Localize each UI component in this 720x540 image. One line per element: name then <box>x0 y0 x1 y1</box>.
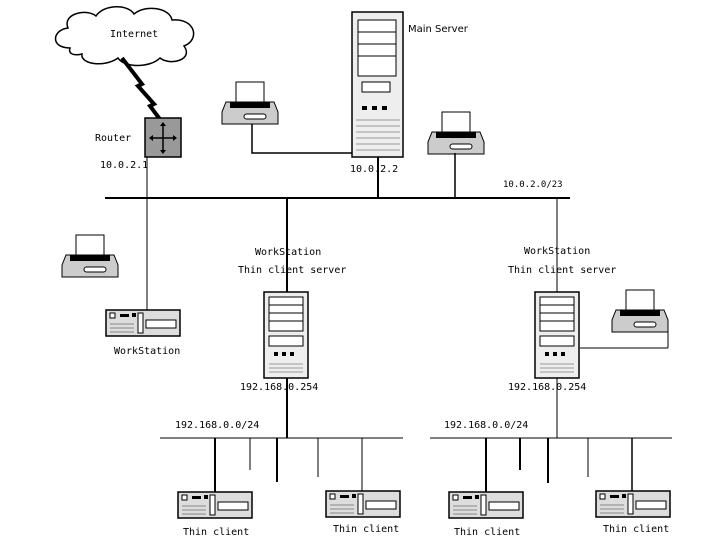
printer-icon <box>611 289 669 333</box>
ws1-subtitle-label: Thin client server <box>238 265 347 276</box>
printer-icon <box>61 234 119 278</box>
wan-link-lightning <box>120 56 164 124</box>
ws2-subtitle-label: Thin client server <box>508 265 617 276</box>
network-links <box>105 124 672 492</box>
thin-client-label: Thin client <box>333 524 400 535</box>
ws2-ip-label: 192.168.0.254 <box>508 382 587 393</box>
main-server-icon <box>351 11 404 158</box>
main-server-ip-label: 10.0.2.2 <box>350 164 399 175</box>
ws1-title-label: WorkStation <box>255 247 322 258</box>
thin-client-icon <box>448 491 524 519</box>
thin-client-server-icon <box>534 291 580 379</box>
thin-client-icon <box>595 490 671 518</box>
thin-client-icon <box>325 490 401 518</box>
thin-client-label: Thin client <box>183 527 250 538</box>
ws1-ip-label: 192.168.0.254 <box>240 382 319 393</box>
printer-icon <box>221 81 279 125</box>
router-ip-label: 10.0.2.1 <box>100 160 149 171</box>
thin-client-icon <box>177 491 253 519</box>
thin-client-server-icon <box>263 291 309 379</box>
internet-label: Internet <box>110 29 159 40</box>
internet-cloud <box>54 6 195 67</box>
ws2-subnet-label: 192.168.0.0/24 <box>444 420 529 431</box>
ws2-title-label: WorkStation <box>524 246 591 257</box>
thin-client-label: Thin client <box>454 527 521 538</box>
backbone-subnet-label: 10.0.2.0/23 <box>503 180 563 190</box>
ws1-subnet-label: 192.168.0.0/24 <box>175 420 260 431</box>
thin-client-label: Thin client <box>603 524 670 535</box>
printer-icon <box>427 111 485 155</box>
left-workstation-label: WorkStation <box>114 346 181 357</box>
router-icon <box>144 117 182 158</box>
router-label: Router <box>95 133 132 144</box>
workstation-icon <box>105 309 181 337</box>
main-server-label: Main Server <box>408 24 468 35</box>
